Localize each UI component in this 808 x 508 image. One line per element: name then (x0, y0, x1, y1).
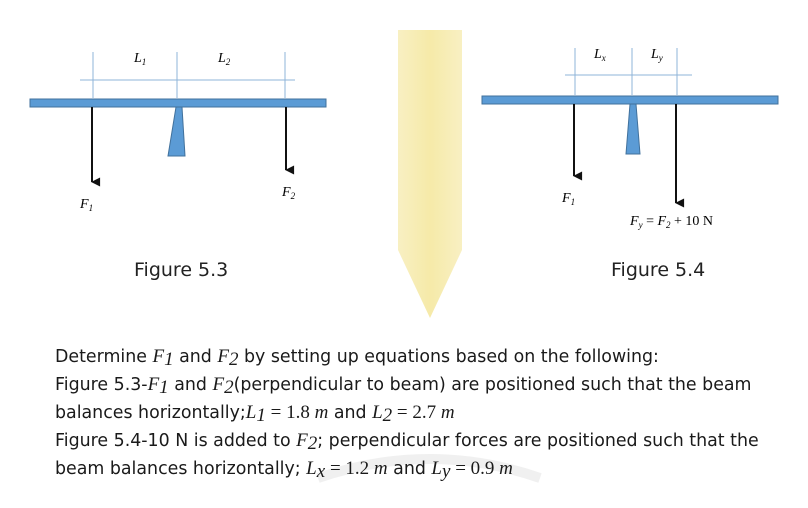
dim-label-ly: Ly (650, 47, 663, 63)
dimension-lines-5-4 (565, 48, 692, 95)
fulcrum-5-4 (625, 103, 641, 155)
figure-5-3: L1 L2 F1 F2 Figure 5.3 (29, 51, 327, 281)
problem-line-1: Determine F1 and F2 by setting up equati… (55, 346, 659, 370)
force-label-f1-5-4: F1 (561, 191, 575, 207)
watermark-arc (316, 454, 542, 483)
dim-label-lx: Lx (593, 47, 606, 63)
force-label-fy-5-4: Fy = F2 + 10 N (629, 214, 713, 230)
problem-statement: Determine F1 and F2 by setting up equati… (55, 343, 800, 483)
problem-line-5: beam balances horizontally; Lx = 1.2 m a… (55, 458, 513, 482)
figures-diagram: L1 L2 F1 F2 Figure 5.3 Lx Ly (29, 47, 779, 281)
problem-line-3: balances horizontally;L1 = 1.8 m and L2 … (55, 402, 455, 426)
dim-label-l1: L1 (133, 51, 146, 67)
dim-label-l2: L2 (217, 51, 231, 67)
problem-line-2: Figure 5.3-F1 and F2(perpendicular to be… (55, 374, 752, 398)
fulcrum-5-3 (167, 106, 186, 157)
beam-5-4 (481, 95, 779, 105)
force-label-f1-5-3: F1 (79, 197, 93, 213)
caption-figure-5-4: Figure 5.4 (611, 259, 705, 281)
figure-5-4: Lx Ly F1 Fy = F2 + 10 N Figure 5.4 (481, 47, 779, 281)
dimension-lines-5-3 (80, 52, 295, 98)
force-label-f2-5-3: F2 (281, 185, 296, 201)
watermark-pen-shape (398, 30, 462, 318)
beam-5-3 (29, 98, 327, 108)
problem-line-4: Figure 5.4-10 N is added to F2; perpendi… (55, 430, 759, 454)
caption-figure-5-3: Figure 5.3 (134, 259, 228, 281)
